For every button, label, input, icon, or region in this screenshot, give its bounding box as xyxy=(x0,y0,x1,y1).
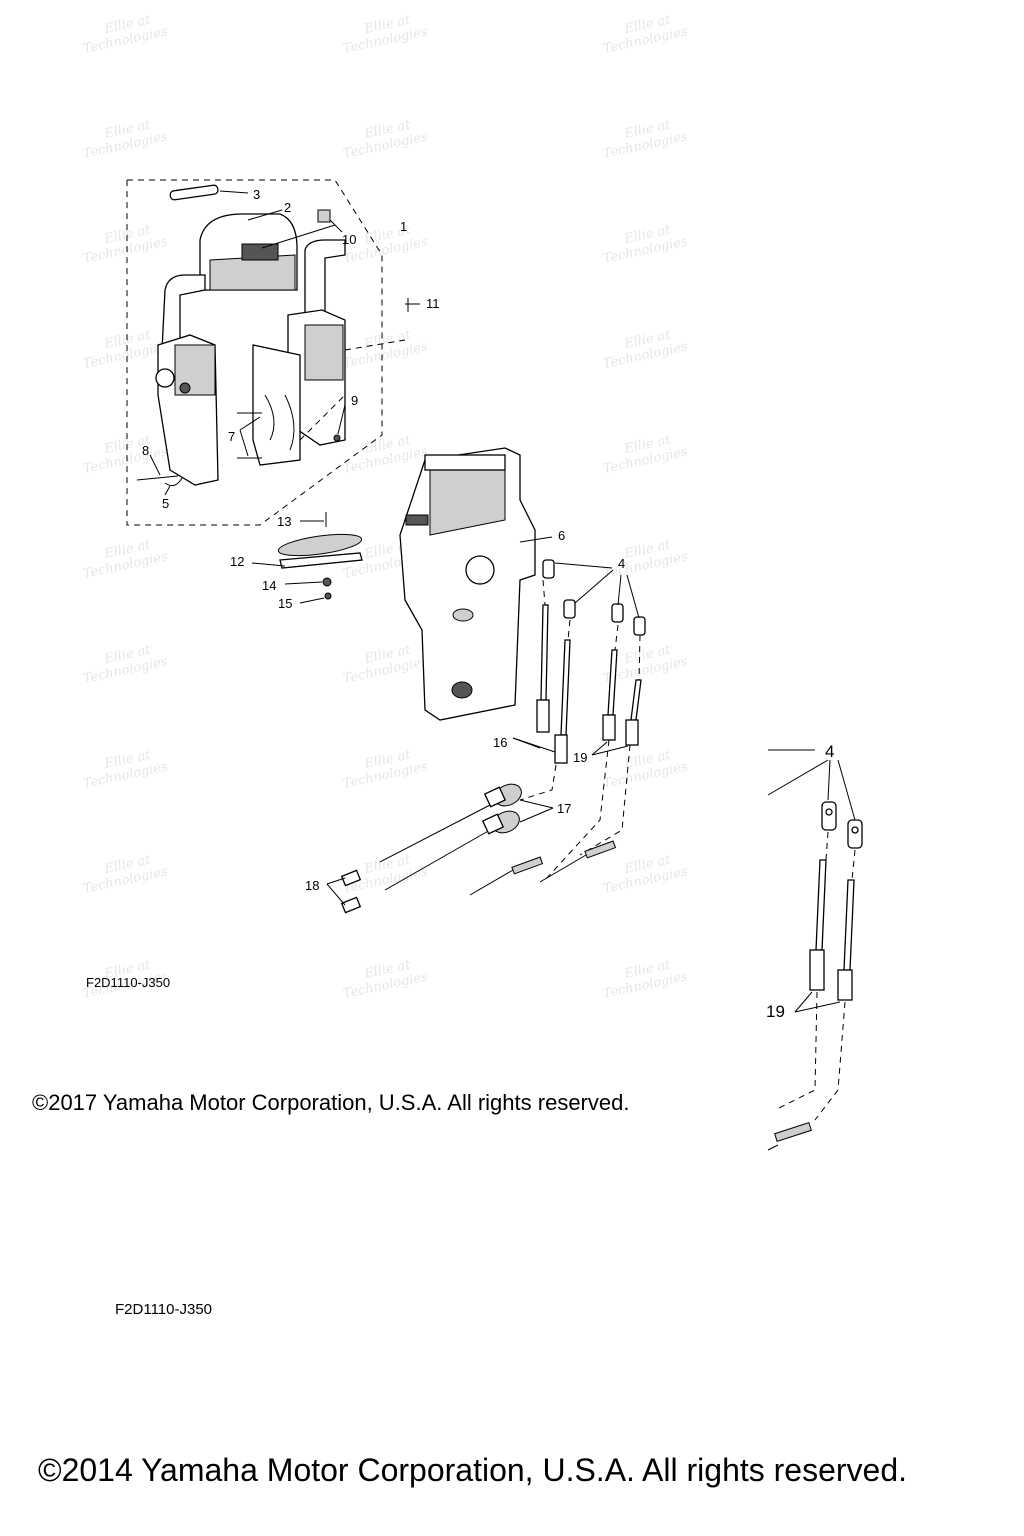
part-10-cap xyxy=(261,209,343,249)
callout-labels: 1 2 3 4 5 6 7 8 9 10 11 12 13 14 15 16 1… xyxy=(142,187,834,1021)
callout-5: 5 xyxy=(162,496,169,511)
watermark: Ellie atTechnologies xyxy=(339,430,430,477)
center-plate xyxy=(252,344,301,466)
part-17-fittings xyxy=(481,783,554,835)
callout-15: 15 xyxy=(278,596,292,611)
right-lever-housing xyxy=(287,239,346,446)
watermark: Ellie atTechnologies xyxy=(79,220,170,267)
watermark: Ellie atTechnologies xyxy=(79,850,170,897)
part-14-washer xyxy=(284,577,332,587)
part-2-cover xyxy=(199,209,298,291)
callout-8: 8 xyxy=(142,443,149,458)
part-18-ends xyxy=(326,869,362,914)
part-5-clip xyxy=(164,477,183,496)
assembly-boundary xyxy=(126,179,383,526)
left-lever-housing xyxy=(155,274,219,486)
watermark: Ellie atTechnologies xyxy=(339,115,430,162)
watermark: Ellie atTechnologies xyxy=(599,115,690,162)
callout-13: 13 xyxy=(277,514,291,529)
callout-2: 2 xyxy=(284,200,291,215)
part-9-nut xyxy=(333,404,346,442)
copyright-large: ©2014 Yamaha Motor Corporation, U.S.A. A… xyxy=(38,1452,908,1488)
part-16-cables xyxy=(512,579,571,764)
watermark: Ellie atTechnologies xyxy=(599,955,690,1002)
callout-19-detail: 19 xyxy=(766,1002,785,1021)
watermark: Ellie atTechnologies xyxy=(599,220,690,267)
watermark: Ellie atTechnologies xyxy=(339,640,430,687)
watermark: Ellie atTechnologies xyxy=(599,430,690,477)
copyright-small: ©2017 Yamaha Motor Corporation, U.S.A. A… xyxy=(32,1090,630,1115)
watermark: Ellie atTechnologies xyxy=(599,10,690,57)
part-11-bolt xyxy=(405,298,420,312)
callout-1: 1 xyxy=(400,219,407,234)
watermark: Ellie atTechnologies xyxy=(599,325,690,372)
callout-14: 14 xyxy=(262,578,276,593)
watermark: Ellie atTechnologies xyxy=(339,745,430,792)
detail-part-4 xyxy=(767,749,863,849)
watermark: Ellie atTechnologies xyxy=(599,745,690,792)
watermark: Ellie atTechnologies xyxy=(339,10,430,57)
watermark: Ellie atTechnologies xyxy=(79,535,170,582)
watermark: Ellie atTechnologies xyxy=(599,850,690,897)
part-8-bolt xyxy=(136,454,179,481)
part-19-cables xyxy=(591,624,642,756)
watermark: Ellie atTechnologies xyxy=(79,745,170,792)
cable-runs xyxy=(379,739,631,891)
watermark: Ellie atTechnologies xyxy=(339,325,430,372)
callout-11: 11 xyxy=(426,296,440,311)
watermark: Ellie atTechnologies xyxy=(339,955,430,1002)
part-7-screws xyxy=(237,412,262,459)
callout-4: 4 xyxy=(618,556,625,571)
part-6-control-box xyxy=(399,447,553,721)
watermark: Ellie atTechnologies xyxy=(79,115,170,162)
part-13-bolt xyxy=(300,512,327,527)
callout-18: 18 xyxy=(305,878,319,893)
callout-3: 3 xyxy=(253,187,260,202)
watermark: Ellie atTechnologies xyxy=(79,10,170,57)
callout-6: 6 xyxy=(558,528,565,543)
part-3-plate xyxy=(169,184,249,201)
callout-7: 7 xyxy=(228,429,235,444)
part-4-rod-ends xyxy=(542,559,646,636)
cable-terminals xyxy=(469,840,617,896)
detail-part-19 xyxy=(767,831,856,1151)
figure-code-small: F2D1110-J350 xyxy=(86,975,171,990)
figure-code-large: F2D1110-J350 xyxy=(115,1301,213,1318)
watermark: Ellie atTechnologies xyxy=(79,640,170,687)
watermark: Ellie atTechnologies xyxy=(599,535,690,582)
callout-17: 17 xyxy=(557,801,571,816)
callout-16: 16 xyxy=(493,735,507,750)
callout-10: 10 xyxy=(342,232,356,247)
part-12-pad xyxy=(251,533,363,569)
callout-9: 9 xyxy=(351,393,358,408)
part-15-nut xyxy=(299,592,332,604)
callout-4-detail: 4 xyxy=(825,742,834,761)
watermark: Ellie atTechnologies xyxy=(79,325,170,372)
callout-19: 19 xyxy=(573,750,587,765)
watermark: Ellie atTechnologies xyxy=(79,430,170,477)
callout-12: 12 xyxy=(230,554,244,569)
